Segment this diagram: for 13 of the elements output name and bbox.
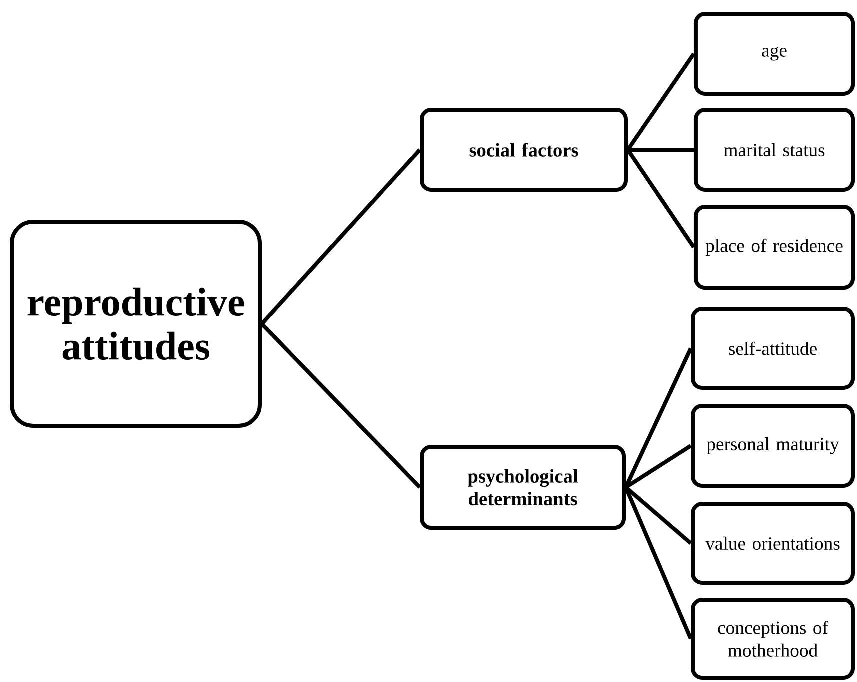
factor-box: age [694, 12, 856, 96]
connector-line [628, 148, 694, 152]
factor-box: conceptions of motherhood [691, 598, 855, 680]
factor-box: personal maturity [691, 404, 855, 488]
factor-box: value orientations [691, 502, 855, 585]
category-box: social factors [420, 108, 628, 192]
root-box: reproductive attitudes [10, 220, 262, 428]
category-box: psychological determinants [420, 444, 626, 530]
factor-box: place of residence [694, 204, 856, 290]
factor-box: marital status [694, 108, 856, 192]
factor-box: self-attitude [691, 307, 855, 390]
connector-line [260, 148, 422, 326]
connector-line [260, 322, 422, 489]
